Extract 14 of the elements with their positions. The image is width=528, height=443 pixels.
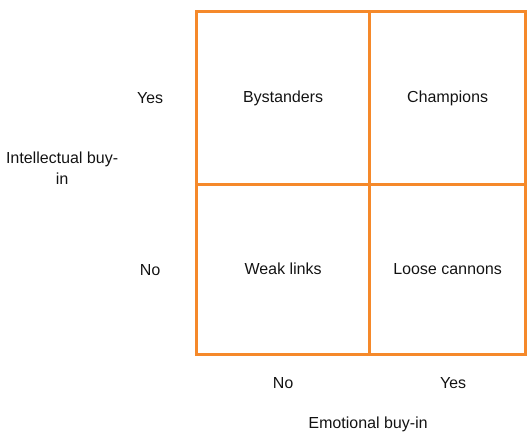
axis-title: Intellectual buy-in	[4, 149, 120, 190]
quadrant-label: Weak links	[244, 260, 322, 278]
quadrant-label: Bystanders	[242, 89, 324, 107]
quadrant-cell	[195, 183, 371, 356]
row-label: No	[138, 261, 162, 281]
axis-title: Emotional buy-in	[307, 414, 429, 434]
quadrant-label: Champions	[407, 89, 488, 107]
quadrant-cell	[368, 183, 527, 356]
column-label: Yes	[438, 374, 468, 394]
row-label: Yes	[136, 89, 164, 109]
quadrant-label: Loose cannons	[393, 260, 502, 278]
quadrant-cell	[195, 10, 371, 186]
quadrant-cell	[368, 10, 527, 186]
column-label: No	[272, 374, 294, 394]
